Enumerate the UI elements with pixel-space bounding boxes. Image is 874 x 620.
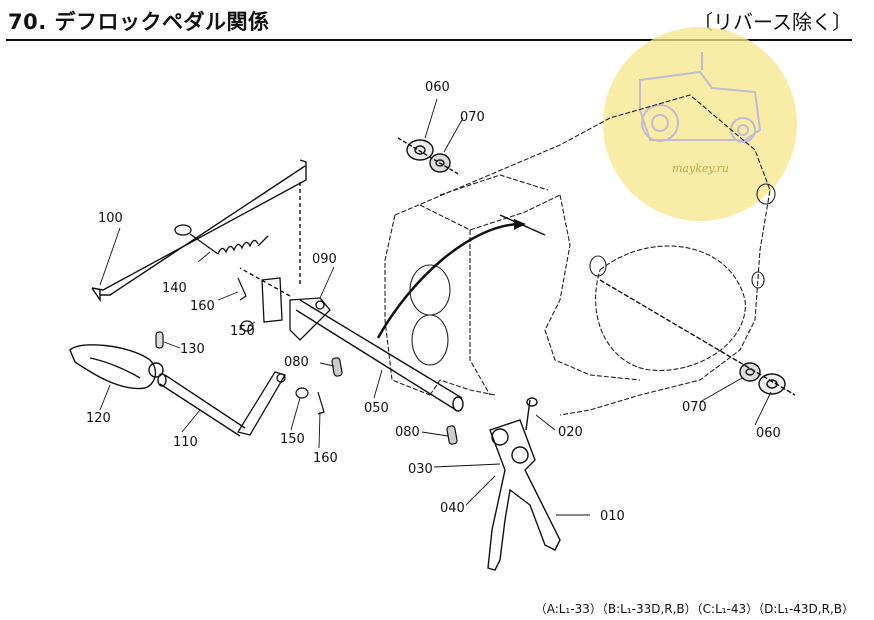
title-rule: [6, 39, 852, 41]
lever-bracket: [261, 277, 331, 341]
label-080-lower: 080: [395, 425, 420, 440]
leader-lines: [99, 98, 772, 516]
return-spring: [174, 224, 269, 255]
label-060-lower: 060: [756, 426, 781, 441]
label-090: 090: [312, 252, 337, 267]
case-holes: [409, 183, 776, 366]
label-160-lower: 160: [313, 451, 338, 466]
label-120: 120: [86, 411, 111, 426]
label-060-upper: 060: [425, 80, 450, 95]
label-150-lower: 150: [280, 432, 305, 447]
transmission-case: [384, 94, 771, 416]
shaft: [239, 267, 464, 412]
watermark-logo: maykey.ru: [603, 27, 797, 221]
pin-130: [155, 331, 164, 349]
model-applicability-note: （A:L₁-33）（B:L₁-33D,R,B）（C:L₁-43）（D:L₁-43…: [534, 602, 854, 616]
label-020: 020: [558, 425, 583, 440]
label-070-lower: 070: [682, 400, 707, 415]
watermark-text: maykey.ru: [672, 162, 729, 175]
label-140: 140: [162, 281, 187, 296]
label-130: 130: [180, 342, 205, 357]
label-080-upper: 080: [284, 355, 309, 370]
link-arm: [236, 371, 286, 436]
spring-pins: [331, 357, 458, 445]
pedal-rod: [91, 159, 307, 303]
label-110: 110: [173, 435, 198, 450]
label-030: 030: [408, 462, 433, 477]
label-050: 050: [364, 401, 389, 416]
label-040: 040: [440, 501, 465, 516]
seal-upper: [397, 137, 461, 176]
shift-fork: [487, 397, 561, 571]
label-010: 010: [600, 509, 625, 524]
seal-lower: [599, 279, 796, 396]
label-150-upper: 150: [230, 324, 255, 339]
part-labels: 010 020 030 040 050 060 060 070 070 080 …: [86, 80, 781, 524]
label-070-upper: 070: [460, 110, 485, 125]
page-title: 70. デフロックペダル関係: [8, 10, 270, 34]
label-100: 100: [98, 211, 123, 226]
installation-arrow: [376, 214, 546, 339]
label-160-upper: 160: [190, 299, 215, 314]
